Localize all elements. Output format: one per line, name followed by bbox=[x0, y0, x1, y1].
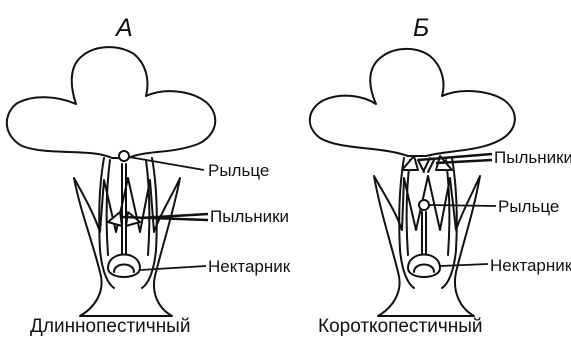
panel-a-stigma-label: Рыльце bbox=[208, 161, 269, 180]
panel-b-anthers-label: Пыльники bbox=[494, 148, 571, 167]
panel-b-stigma-label: Рыльце bbox=[498, 197, 559, 216]
panel-a: А Рыльце Пыльники Нектарник Длиннопестич… bbox=[7, 14, 291, 337]
panel-a-letter: А bbox=[114, 14, 133, 42]
panel-b-letter: Б bbox=[413, 14, 429, 42]
panel-a-caption: Длиннопестичный bbox=[30, 316, 190, 337]
panel-a-stigma-leader bbox=[129, 157, 204, 170]
panel-b-stigma bbox=[419, 200, 429, 210]
panel-a-stigma bbox=[119, 151, 129, 161]
panel-b-nectary-label: Нектарник bbox=[490, 256, 571, 275]
panel-a-ovary bbox=[108, 255, 140, 278]
panel-b-stigma-leader bbox=[429, 205, 496, 206]
panel-a-anthers-label: Пыльники bbox=[210, 207, 289, 226]
panel-a-nectary-label: Нектарник bbox=[208, 257, 291, 276]
panel-b: Б Пыльники Рыльце Нектарник Короткопести… bbox=[310, 14, 571, 337]
panel-b-corolla bbox=[310, 49, 515, 156]
panel-b-ovary bbox=[408, 255, 440, 278]
panel-a-corolla bbox=[7, 47, 215, 158]
panel-b-caption: Короткопестичный bbox=[318, 316, 482, 337]
